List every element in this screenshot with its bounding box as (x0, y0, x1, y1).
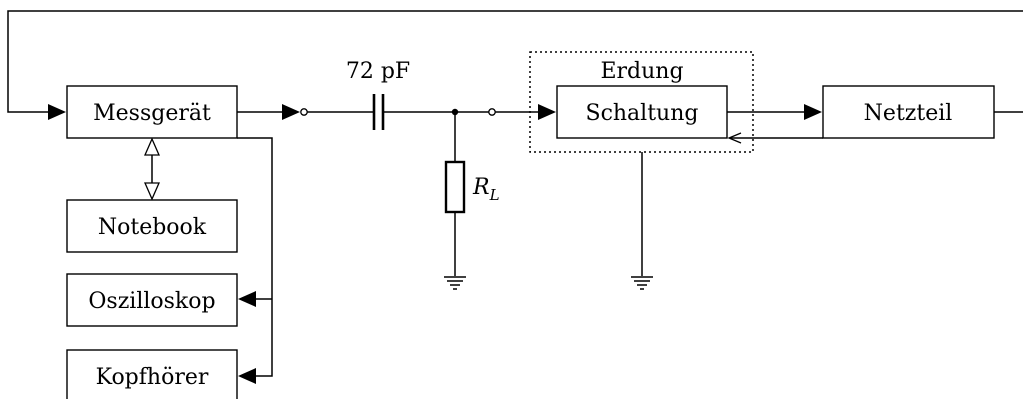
monitor-output-bus (237, 137, 273, 384)
netzteil-label: Netzteil (864, 101, 953, 126)
ground-icon (444, 276, 466, 290)
arrow-to-terminal (282, 104, 300, 120)
node-and-resistor-branch: RL (384, 108, 500, 276)
arrow-into-schaltung (538, 104, 556, 120)
block-messgeraet: Messgerät (66, 85, 238, 139)
ground-icon (631, 276, 653, 290)
hollow-arrow-up (144, 137, 160, 156)
messgeraet-label: Messgerät (93, 101, 211, 126)
open-arrow-into-schaltung (727, 132, 742, 144)
arrow-into-oszilloskop (238, 291, 256, 307)
block-schaltung: Schaltung (556, 85, 728, 139)
signal-path-into-netzteil (727, 104, 822, 120)
arrow-into-messgeraet (48, 104, 66, 120)
arrow-into-netzteil (804, 104, 822, 120)
oszilloskop-label: Oszilloskop (88, 289, 215, 314)
terminal-left (300, 108, 308, 116)
arrow-into-kopfhoerer (238, 368, 256, 384)
signal-path-output (237, 104, 373, 120)
hollow-arrow-down (144, 182, 160, 201)
block-oszilloskop: Oszilloskop (66, 273, 238, 327)
block-notebook: Notebook (66, 199, 238, 253)
capacitor-value-label: 72 pF (346, 59, 410, 84)
supply-return-wire (727, 132, 823, 144)
notebook-label: Notebook (98, 215, 207, 240)
kopfhoerer-label: Kopfhörer (96, 365, 209, 390)
block-netzteil: Netzteil (822, 85, 995, 139)
terminal-right (488, 108, 496, 116)
schaltung-label: Schaltung (586, 101, 699, 126)
erdung-label: Erdung (600, 59, 683, 84)
resistor-label: RL (472, 175, 500, 204)
block-kopfhoerer: Kopfhörer (66, 349, 238, 399)
resistor-rl (444, 160, 466, 214)
feedback-loop-wire (7, 10, 1023, 120)
erdung-enclosure: Erdung (529, 51, 754, 153)
messgeraet-notebook-link (144, 137, 160, 201)
capacitor-72pf: 72 pF (346, 59, 410, 130)
signal-path-into-schaltung (495, 104, 556, 120)
